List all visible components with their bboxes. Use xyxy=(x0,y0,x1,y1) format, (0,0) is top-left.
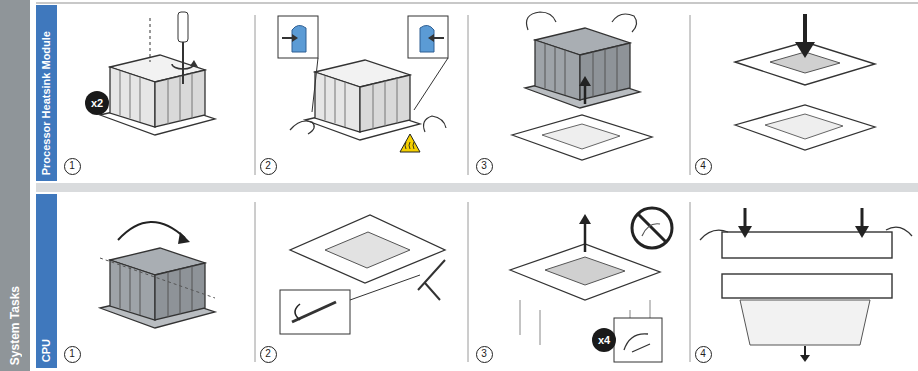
pry-arrow xyxy=(295,304,300,320)
push-arrow xyxy=(282,37,292,39)
clip-release xyxy=(624,334,650,352)
processor xyxy=(325,232,410,268)
detail-inset xyxy=(614,318,662,362)
lift-arrow xyxy=(584,84,587,104)
socket xyxy=(512,115,652,160)
hot-warning xyxy=(400,134,420,152)
heat-waves xyxy=(405,142,414,149)
blue-clip xyxy=(420,25,434,52)
callout-number: 2 xyxy=(260,346,277,363)
socket xyxy=(735,105,875,150)
top-rule xyxy=(36,2,918,4)
press-arrow xyxy=(861,208,864,228)
callout-number: 1 xyxy=(64,346,81,363)
push-arrow xyxy=(434,37,444,39)
callout-number: 3 xyxy=(476,346,493,363)
detail-inset xyxy=(278,16,318,58)
band-title: Processor Heatsink Module xyxy=(41,31,52,175)
screw-axis xyxy=(150,18,151,62)
screwdriver-shaft xyxy=(182,42,184,84)
callout-number: 4 xyxy=(695,158,712,175)
hands xyxy=(290,116,446,134)
band-title: System Tasks xyxy=(9,286,21,365)
callout-number: 3 xyxy=(476,158,493,175)
arrow-head xyxy=(579,76,591,86)
arrow-head xyxy=(579,214,591,224)
carrier-frame xyxy=(722,232,892,258)
task-band: CPU xyxy=(36,194,57,368)
heatsink xyxy=(100,248,215,328)
heatsink xyxy=(525,28,640,108)
lift-arrow xyxy=(584,222,587,252)
rotate-arrow xyxy=(172,64,194,69)
blue-clip xyxy=(292,25,306,52)
hands xyxy=(700,227,912,240)
detail-inset xyxy=(280,290,350,334)
press-arrow xyxy=(744,208,747,228)
flip-axis xyxy=(100,258,215,298)
processor xyxy=(545,257,625,285)
carrier-frame xyxy=(722,274,892,298)
down-arrow xyxy=(803,14,807,44)
arrow-head xyxy=(855,226,869,238)
callout-number: 2 xyxy=(260,158,277,175)
arrow-head xyxy=(738,226,752,238)
task-band: Processor Heatsink Module xyxy=(36,5,57,181)
processor-carrier xyxy=(510,244,660,300)
down-arrow xyxy=(804,346,806,356)
carrier-tab xyxy=(292,302,336,322)
prohibition-sign xyxy=(632,208,672,248)
section-band: System Tasks xyxy=(0,0,30,371)
finger xyxy=(642,224,660,236)
callout-number: 4 xyxy=(695,346,712,363)
prohibition-slash xyxy=(638,214,666,242)
row-separator xyxy=(36,183,918,192)
processor xyxy=(740,300,870,345)
arrow-head xyxy=(292,34,298,42)
heatsink xyxy=(305,60,420,140)
hands xyxy=(527,12,637,32)
heatsink xyxy=(100,55,215,135)
screwdriver xyxy=(418,260,445,300)
arrow-head xyxy=(190,60,198,67)
panel-dividers xyxy=(255,15,690,362)
band-title: CPU xyxy=(41,339,52,362)
leader-line xyxy=(312,58,448,112)
callout-number: 1 xyxy=(64,158,81,175)
screwdriver-handle xyxy=(178,12,188,42)
quantity-badge: x2 xyxy=(85,91,109,115)
detail-inset xyxy=(408,16,448,58)
arrow-head xyxy=(795,42,815,58)
heatsink-base xyxy=(290,215,445,283)
arrow-head xyxy=(178,232,190,244)
arrow-head xyxy=(428,34,434,42)
arrow-head xyxy=(800,355,810,362)
leader-line xyxy=(350,275,420,300)
processor-carrier xyxy=(735,42,875,85)
quantity-badge: x4 xyxy=(592,328,616,352)
flip-arrow xyxy=(118,222,185,240)
